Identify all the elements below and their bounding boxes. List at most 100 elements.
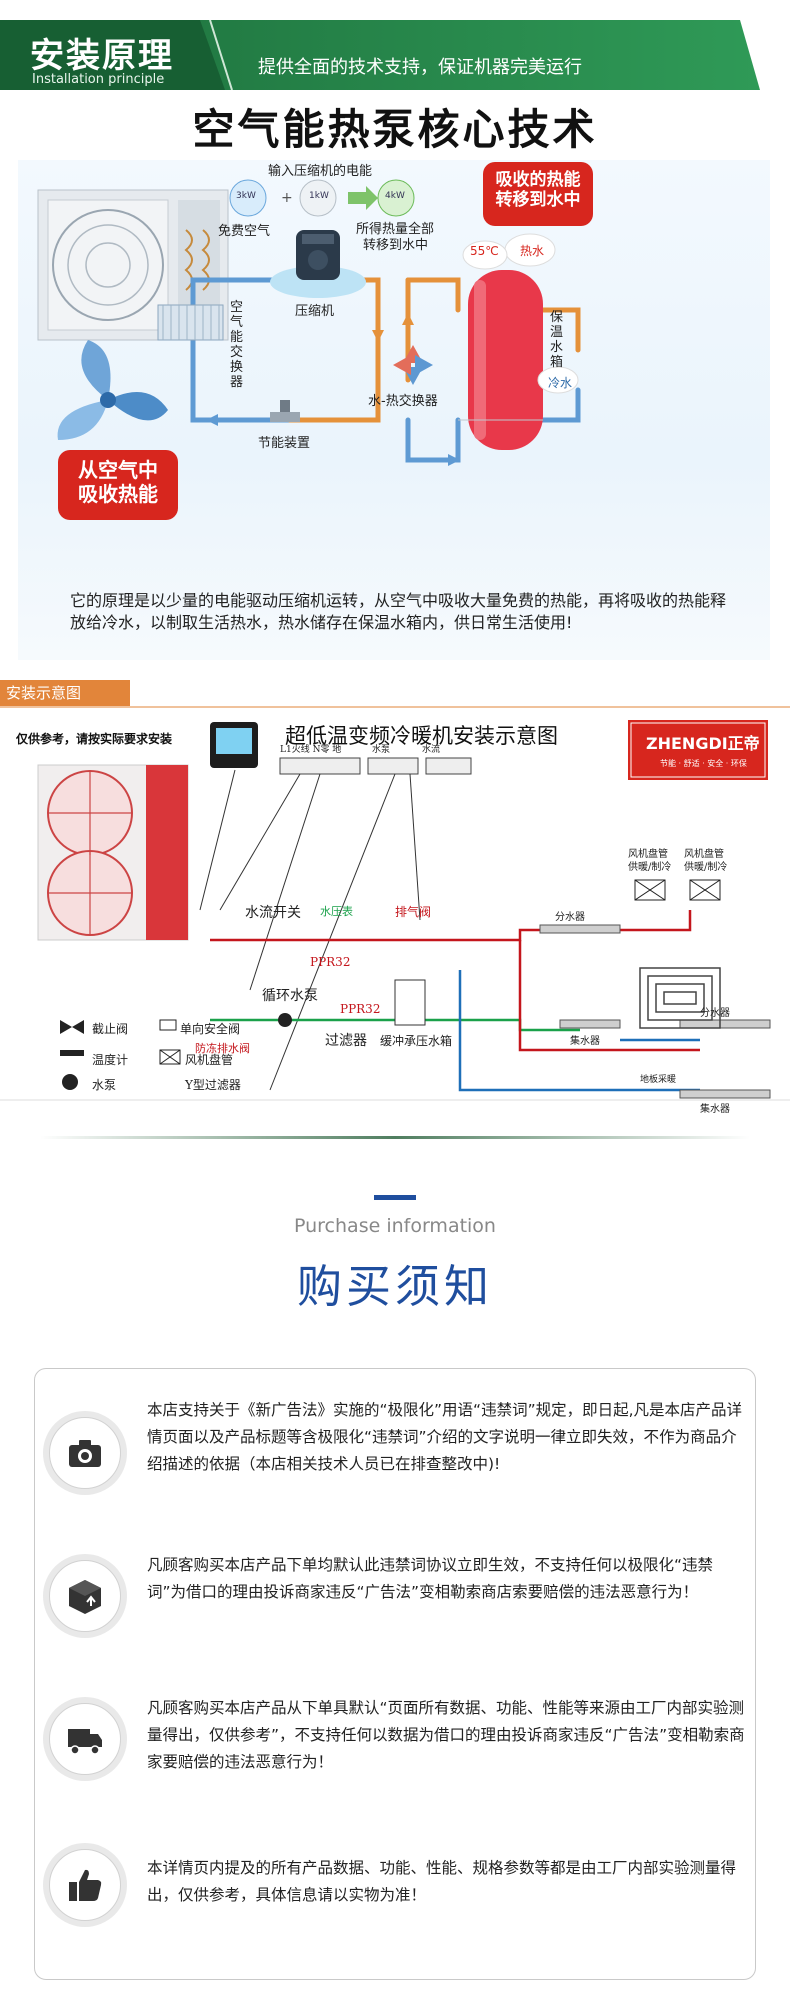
legend-fan-coil: 风机盘管 xyxy=(185,1053,234,1067)
legend-y-filter: Y型过滤器 xyxy=(185,1078,241,1092)
notice-text: 本详情页内提及的所有产品数据、功能、性能、规格参数等都是由工厂内部实验测量得出，… xyxy=(147,1859,737,1904)
notice-icon-circle xyxy=(43,1554,127,1638)
package-icon xyxy=(69,1580,101,1614)
install-tag: 安装示意图 xyxy=(0,680,130,706)
controller-icon xyxy=(210,722,258,768)
section-title: 安装原理 xyxy=(30,36,174,76)
compressor-icon xyxy=(270,230,366,298)
heat-pump-diagram: + 输入压缩机的电能 3kW 1kW 4kW 免费空气 xyxy=(18,160,770,660)
notice-icon-circle xyxy=(43,1697,127,1781)
compressor-label: 压缩机 xyxy=(295,304,335,319)
terminal-label-1: L1火线 N零 地 xyxy=(280,745,342,755)
gained-heat-label-1: 所得热量全部 xyxy=(356,222,435,237)
purchase-notice-box: 本店支持关于《新广告法》实施的“极限化”用语“违禁词”规定，即日起,凡是本店产品… xyxy=(34,1368,756,1980)
notice-icon-circle xyxy=(43,1411,127,1495)
badge-heat-to-water: 吸收的热能 转移到水中 xyxy=(483,162,593,226)
outdoor-unit-2 xyxy=(37,764,189,941)
pump-icon xyxy=(278,1013,292,1027)
buffer-tank-label: 缓冲承压水箱 xyxy=(380,1034,453,1048)
truck-icon xyxy=(68,1729,102,1755)
energy-bubbles: + xyxy=(229,179,415,217)
notice-item: 本店支持关于《新广告法》实施的“极限化”用语“违禁词”规定，即日起,凡是本店产品… xyxy=(35,1389,757,1529)
hot-water-cloud xyxy=(462,233,579,394)
pump-label: 循环水泵 xyxy=(262,988,318,1004)
install-title: 超低温变频冷暖机安装示意图 xyxy=(285,724,558,748)
tank-label: 保温水箱 xyxy=(550,310,564,370)
floor-heating-coil xyxy=(639,967,721,1029)
badge-left-line-2: 吸收热能 xyxy=(78,482,158,506)
fan-coil-label-1b: 供暖/制冷 xyxy=(628,862,672,873)
ppr-label-1: PPR32 xyxy=(310,955,351,969)
thumbs-up-icon xyxy=(69,1869,102,1901)
badge-absorb-heat: 从空气中 吸收热能 xyxy=(58,450,178,520)
notice-item: 凡顾客购买本店产品从下单具默认“页面所有数据、功能、性能等来源由工厂内部实验测量… xyxy=(35,1675,757,1815)
notice-item: 凡顾客购买本店产品下单均默认此违禁词协议立即生效，不支持任何以极限化“违禁词”为… xyxy=(35,1532,757,1672)
terminal-block xyxy=(279,757,472,775)
legend-safety-valve: 单向安全阀 xyxy=(180,1022,241,1036)
floor-heating-label: 地板采暖 xyxy=(640,1075,677,1085)
notice-icon-circle xyxy=(43,1843,127,1927)
banner-background xyxy=(0,20,760,90)
section-subtitle: Installation principle xyxy=(32,72,165,87)
heat-pump-illustration: + xyxy=(37,179,581,466)
badge-left-line-1: 从空气中 xyxy=(78,458,158,482)
water-heat-exchanger-icon xyxy=(393,345,433,385)
outdoor-unit xyxy=(37,189,229,341)
notice-text: 本店支持关于《新广告法》实施的“极限化”用语“违禁词”规定，即日起,凡是本店产品… xyxy=(147,1401,743,1473)
temp-label: 55℃ xyxy=(470,244,499,258)
brand-name: ZHENGDI正帝 xyxy=(646,734,760,753)
kw3-label: 3kW xyxy=(236,191,256,201)
fan-coil-label-1a: 风机盘管 xyxy=(628,849,668,860)
terminal-label-2: 水泵 xyxy=(372,745,391,755)
core-tech-heading: 空气能热泵核心技术 xyxy=(192,105,598,154)
collector-label-1: 集水器 xyxy=(570,1036,600,1047)
section-banner: 安装原理 Installation principle 提供全面的技术支持，保证… xyxy=(0,20,760,90)
notice-item: 本详情页内提及的所有产品数据、功能、性能、规格参数等都是由工厂内部实验测量得出，… xyxy=(35,1821,757,1961)
fan-blade-icon xyxy=(57,340,168,440)
water-exchanger-label: 水-热交换器 xyxy=(368,394,438,409)
install-diagram: 安装示意图 xyxy=(0,680,790,1115)
flow-switch-label: 水流开关 xyxy=(245,905,301,921)
brand-box xyxy=(628,720,768,780)
saving-device-icon xyxy=(270,400,300,422)
antifreeze-label: 防冻排水阀 xyxy=(195,1042,250,1055)
fan-coil-label-2b: 供暖/制冷 xyxy=(684,862,728,873)
pressure-gauge-label: 水压表 xyxy=(320,905,353,918)
fan-coil-label-2a: 风机盘管 xyxy=(684,849,724,860)
section-divider xyxy=(40,1136,750,1139)
brand-slogan: 节能 · 舒适 · 安全 · 环保 xyxy=(660,759,747,768)
legend-pump: 水泵 xyxy=(92,1078,117,1092)
legend-thermometer: 温度计 xyxy=(92,1053,129,1067)
buffer-tank xyxy=(394,979,426,1026)
badge-top-line-2: 转移到水中 xyxy=(495,190,581,211)
kw1-label: 1kW xyxy=(309,191,329,201)
air-exchanger-label: 空气能交换器 xyxy=(230,300,244,390)
legend-icons xyxy=(60,1019,181,1090)
terminal-label-3: 水流 xyxy=(422,745,441,755)
ppr-label-2: PPR32 xyxy=(340,1002,381,1016)
purchase-en-title: Purchase information xyxy=(294,1215,496,1237)
filter-label: 过滤器 xyxy=(325,1033,367,1049)
heat-pump-description: 它的原理是以少量的电能驱动压缩机运转，从空气中吸收大量免费的热能，再将吸收的热能… xyxy=(70,591,727,632)
distributor-label-2: 分水器 xyxy=(700,1008,730,1019)
exhaust-valve-label: 排气阀 xyxy=(395,905,432,919)
collector-label-2: 集水器 xyxy=(700,1104,730,1115)
notice-text: 凡顾客购买本店产品下单均默认此违禁词协议立即生效，不支持任何以极限化“违禁词”为… xyxy=(147,1556,714,1601)
section-slogan: 提供全面的技术支持，保证机器完美运行 xyxy=(258,57,582,78)
purchase-cn-title: 购买须知 xyxy=(296,1260,493,1313)
install-illustration xyxy=(0,706,790,1101)
gained-heat-label-2: 转移到水中 xyxy=(363,238,429,253)
input-power-label: 输入压缩机的电能 xyxy=(268,164,373,179)
notice-text: 凡顾客购买本店产品从下单具默认“页面所有数据、功能、性能等来源由工厂内部实验测量… xyxy=(147,1699,745,1771)
camera-icon xyxy=(69,1440,101,1467)
distributor-label-1: 分水器 xyxy=(555,912,585,923)
badge-top-line-1: 吸收的热能 xyxy=(495,170,581,190)
air-exchanger-coil xyxy=(157,304,224,341)
saving-device-label: 节能装置 xyxy=(258,436,311,451)
water-tank xyxy=(458,270,543,450)
kw4-label: 4kW xyxy=(385,191,405,201)
hot-water-label: 热水 xyxy=(520,244,545,258)
cold-water-label: 冷水 xyxy=(548,376,573,390)
svg-text:+: + xyxy=(281,190,293,206)
legend-stop-valve: 截止阀 xyxy=(92,1022,129,1036)
